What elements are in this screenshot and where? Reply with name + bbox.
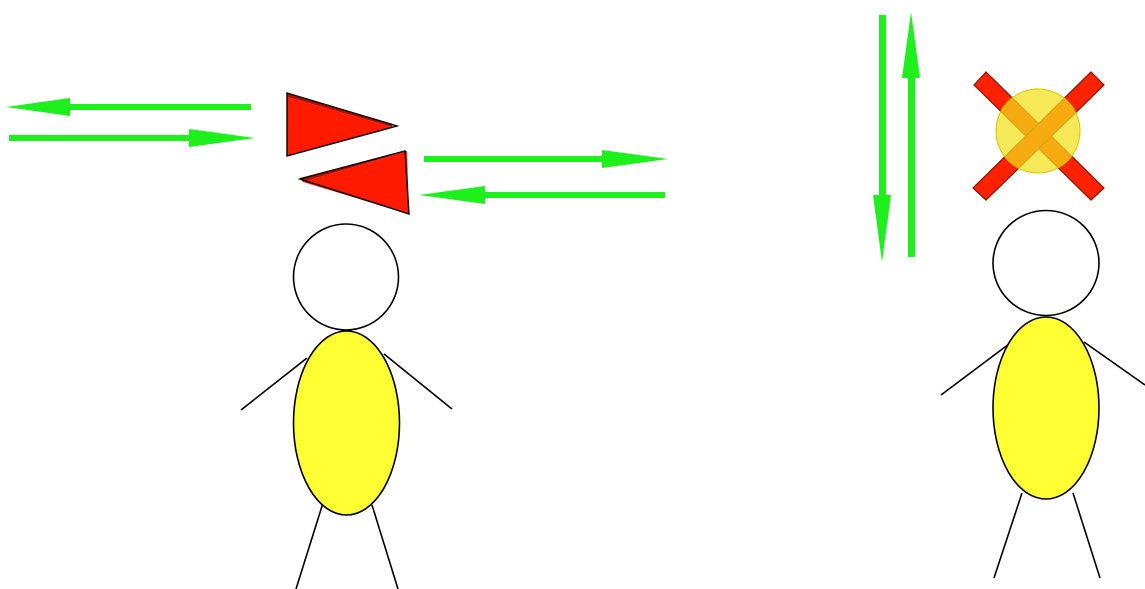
arrow-left-icon (6, 98, 251, 116)
mirror-lower-front (303, 151, 409, 214)
circle-icon (996, 89, 1080, 173)
stick-figure-icon (241, 224, 452, 589)
arrow-left-icon (419, 186, 665, 204)
left-scene (6, 93, 668, 589)
head (993, 211, 1099, 316)
arrow-down-icon (873, 15, 891, 262)
arrow-head (873, 195, 891, 262)
right-scene (873, 12, 1145, 578)
arrow-shaft (908, 68, 915, 257)
stick-figure-icon (941, 211, 1145, 579)
mirror-upper-front (287, 97, 392, 156)
arrow-head (6, 98, 70, 116)
left-leg (994, 493, 1022, 578)
right-leg (1073, 493, 1100, 578)
arrow-shaft (9, 135, 197, 141)
arrow-shaft (62, 104, 251, 110)
arrow-pair-near (419, 150, 668, 204)
right-leg (372, 505, 398, 589)
arrow-up-icon (902, 12, 920, 257)
arrow-pair-far-left (6, 98, 255, 147)
arrow-right-icon (9, 129, 255, 147)
arrow-head (189, 129, 255, 147)
arrow-right-icon (424, 150, 668, 168)
arrow-head (902, 12, 920, 78)
arrow-head (419, 186, 485, 204)
arrow-head (602, 150, 668, 168)
left-leg (296, 503, 323, 589)
mirror-lower-icon (300, 151, 409, 214)
body (993, 317, 1099, 499)
head (294, 224, 399, 330)
arrow-shaft (879, 15, 886, 205)
arrow-shaft (477, 192, 665, 198)
body (294, 331, 400, 515)
arrow-shaft (424, 156, 610, 162)
mirror-upper-icon (287, 93, 397, 156)
